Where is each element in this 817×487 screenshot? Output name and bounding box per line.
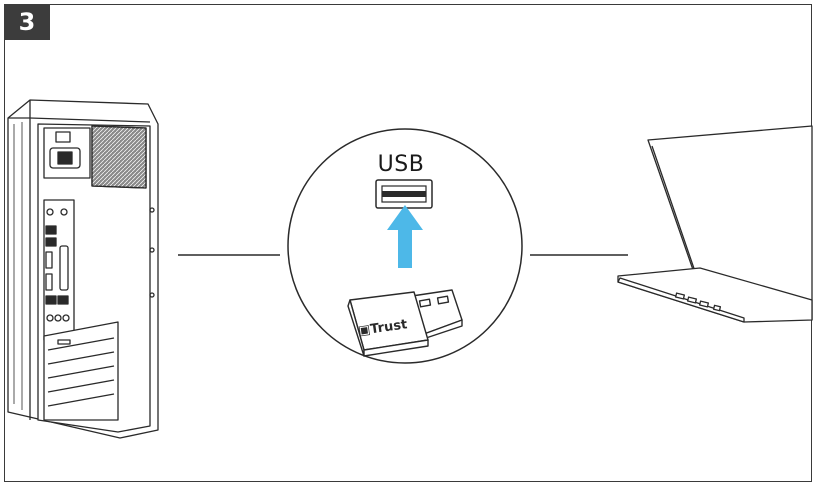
usb-port-label: USB [377, 152, 425, 177]
dongle-brand-logo: ▣Trust [357, 317, 408, 339]
desktop-computer-icon [7, 99, 159, 439]
insert-arrow-icon [387, 205, 423, 268]
usb-port-icon [375, 179, 433, 209]
step-number-badge: 3 [4, 4, 50, 40]
laptop-computer-icon [617, 125, 813, 323]
usb-dongle-icon: ▣Trust [347, 289, 463, 357]
